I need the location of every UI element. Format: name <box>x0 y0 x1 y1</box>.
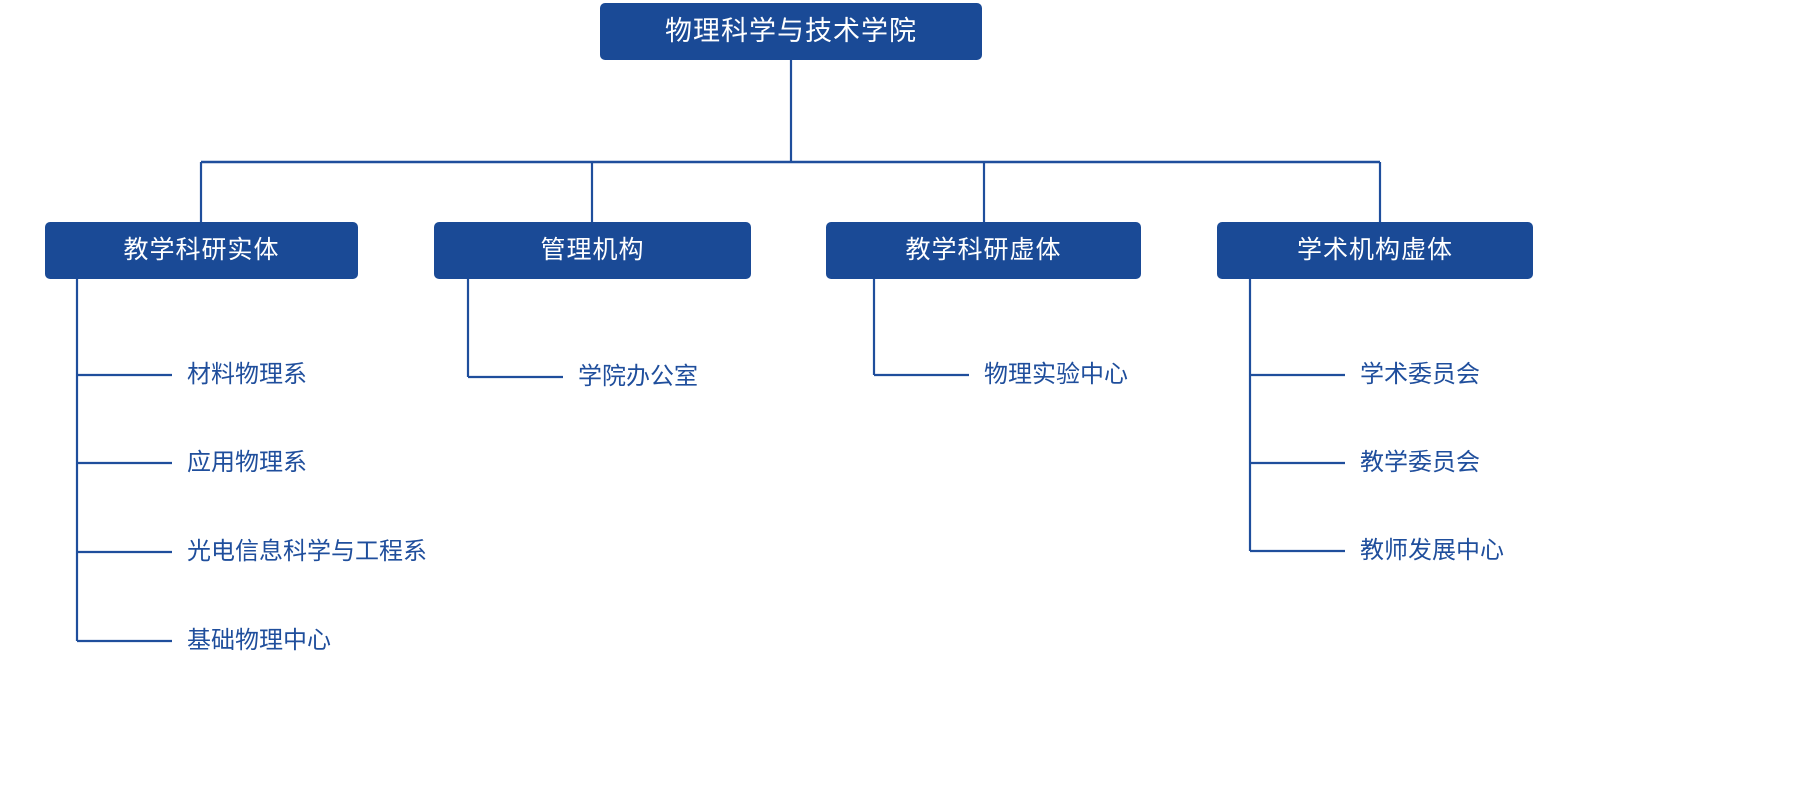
branch-node-label: 教学科研虚体 <box>905 236 1062 264</box>
leaf-label[interactable]: 教学委员会 <box>1360 449 1480 476</box>
leaf-label[interactable]: 学术委员会 <box>1360 361 1480 388</box>
root-node[interactable]: 物理科学与技术学院 <box>600 3 982 60</box>
branch-node-jiaoxue-keyan-xuti[interactable]: 教学科研虚体 <box>826 222 1141 279</box>
branch-node-label: 学术机构虚体 <box>1296 236 1453 264</box>
branch-node-xueshu-jigou-xuti[interactable]: 学术机构虚体 <box>1217 222 1533 279</box>
leaf-label[interactable]: 物理实验中心 <box>984 361 1128 388</box>
leaf-label[interactable]: 光电信息科学与工程系 <box>187 538 427 565</box>
branch-node-jiaoxue-keyan-shiti[interactable]: 教学科研实体 <box>45 222 358 279</box>
root-node-label: 物理科学与技术学院 <box>665 16 917 46</box>
leaf-label[interactable]: 教师发展中心 <box>1360 537 1504 564</box>
leaf-label[interactable]: 基础物理中心 <box>187 627 331 654</box>
branch-node-guanli-jigou[interactable]: 管理机构 <box>434 222 751 279</box>
branch-node-label: 管理机构 <box>540 236 645 264</box>
branch-node-label: 教学科研实体 <box>123 236 280 264</box>
leaf-label[interactable]: 学院办公室 <box>578 363 698 390</box>
leaf-label[interactable]: 材料物理系 <box>187 361 307 388</box>
leaf-label[interactable]: 应用物理系 <box>187 449 307 476</box>
